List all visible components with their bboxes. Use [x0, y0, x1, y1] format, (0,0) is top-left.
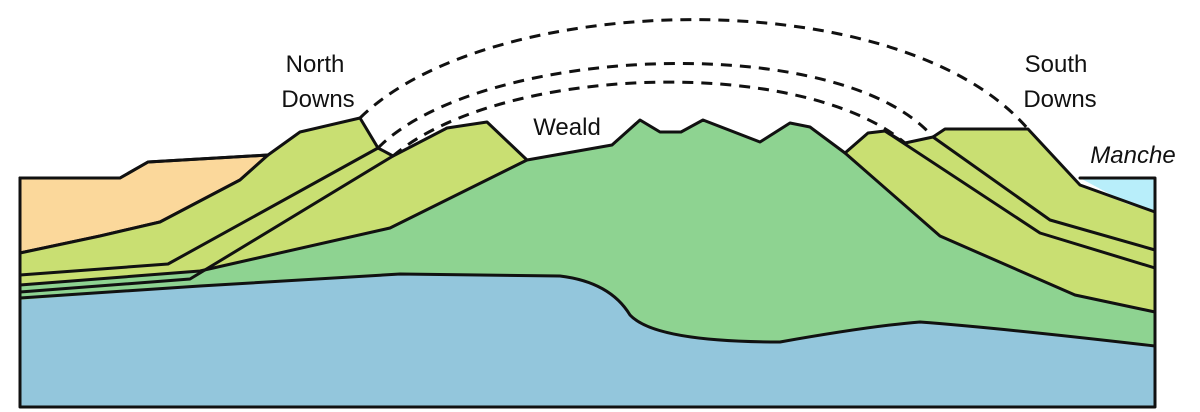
eroded-stratum-outer	[358, 18, 1030, 130]
south-downs-label-line1: South	[1025, 51, 1088, 78]
basement-top-boundary	[18, 272, 1157, 348]
basement-layer	[20, 274, 1155, 407]
boundary-north-1	[18, 158, 529, 287]
north-downs-label-line1: North	[286, 51, 345, 78]
eroded-stratum-middle	[376, 61, 935, 150]
south-downs-label-line2: Downs	[1023, 86, 1096, 113]
manche-label: Manche	[1090, 142, 1175, 169]
manche-sea	[1080, 178, 1155, 212]
boundary-south-1	[843, 151, 1157, 314]
south-downs-chalk	[845, 129, 1155, 312]
weald-label: Weald	[533, 114, 601, 141]
surface-profile	[18, 116, 1157, 214]
section-frame	[18, 176, 1157, 409]
north-downs-label-line2: Downs	[281, 86, 354, 113]
bedding-south-b	[931, 135, 1157, 252]
eroded-stratum-inner	[392, 80, 906, 158]
north-downs-chalk	[20, 118, 527, 285]
boundary-north-2	[18, 153, 270, 255]
bedding-north-a	[18, 146, 380, 277]
bedding-north-b	[18, 154, 395, 294]
bedding-south-a	[883, 129, 1157, 270]
